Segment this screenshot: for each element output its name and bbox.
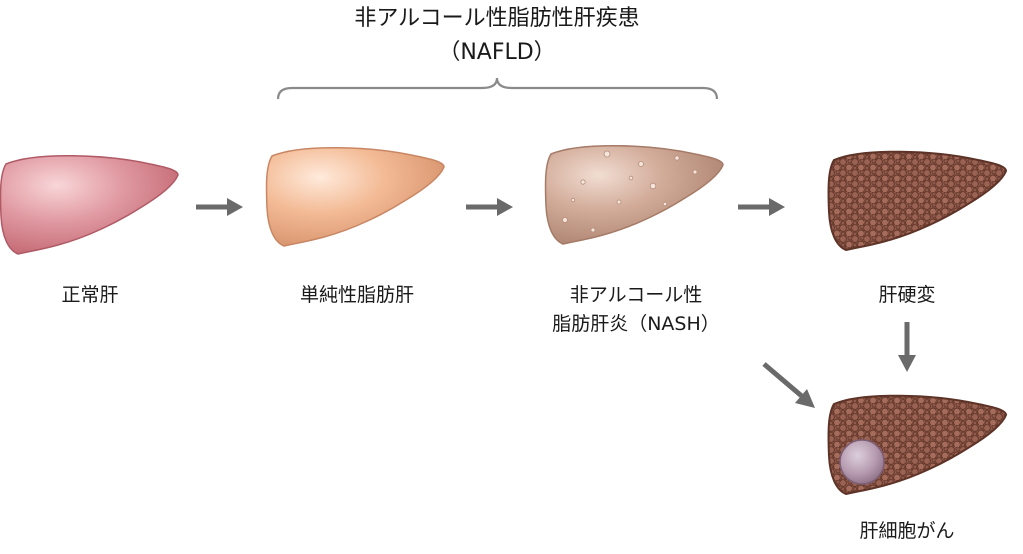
liver-cancer-illustration (827, 394, 1007, 495)
tumor-mass (839, 439, 885, 485)
label-nash-line1: 非アルコール性 (569, 284, 703, 306)
label-normal-liver: 正常肝 (61, 284, 119, 306)
nafld-bracket (276, 77, 719, 100)
normal-liver-illustration (0, 154, 179, 255)
nafld-title: 非アルコール性脂肪性肝疾患 (354, 6, 640, 31)
label-cirrhosis: 肝硬変 (878, 284, 936, 306)
arrow-fatty-to-nash (466, 198, 513, 216)
nafld-abbreviation: （NAFLD） (438, 40, 556, 65)
arrow-normal-to-fatty (196, 198, 243, 216)
fatty-liver-illustration (265, 146, 445, 247)
arrow-nash-to-cirrhosis (738, 198, 785, 216)
label-nash-line2: 脂肪肝炎（NASH） (552, 313, 720, 335)
label-liver-cancer: 肝細胞がん (859, 520, 955, 542)
cirrhotic-liver-illustration (827, 150, 1007, 251)
nash-liver-illustration (544, 144, 724, 245)
arrow-nash-to-cancer (762, 362, 815, 408)
arrow-cirrhosis-to-cancer (898, 322, 916, 372)
label-simple-steatosis: 単純性脂肪肝 (299, 284, 415, 306)
